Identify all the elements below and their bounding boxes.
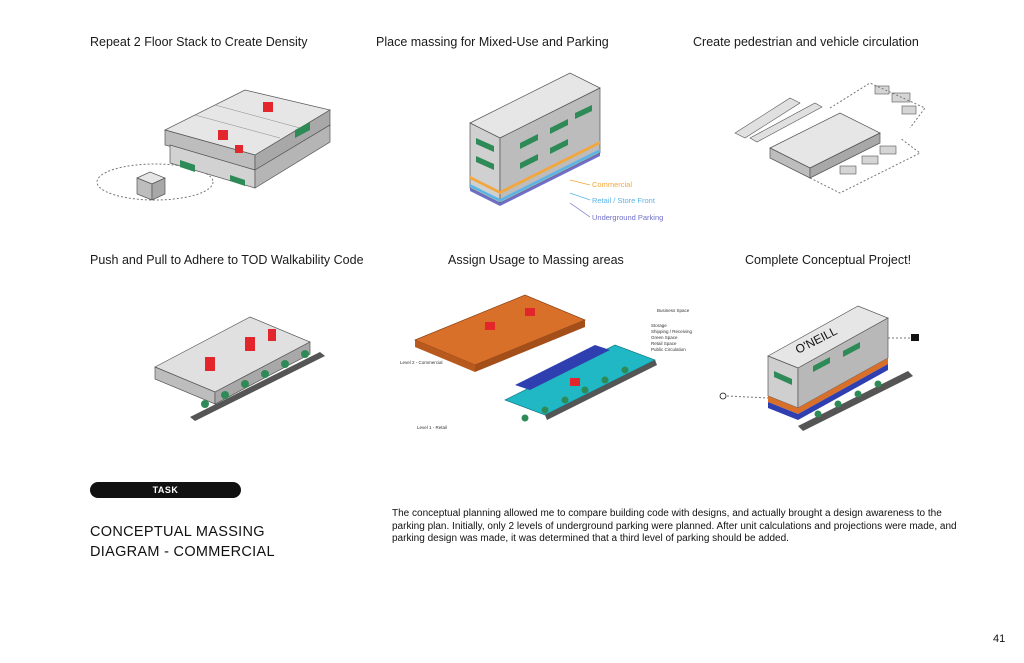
usage-green: Green Space [651, 335, 678, 340]
page-number: 41 [993, 633, 1006, 645]
step-title-mixed-use: Place massing for Mixed-Use and Parking [376, 35, 609, 49]
heading-line-2: DIAGRAM - COMMERCIAL [90, 544, 275, 560]
stack-block-main [164, 89, 331, 189]
usage-retail: Retail Space [651, 341, 677, 346]
usage-storage: Storage [651, 323, 667, 328]
section-heading: CONCEPTUAL MASSING DIAGRAM - COMMERCIAL [90, 522, 275, 562]
usage-shipping: Shipping / Receiving [651, 329, 693, 334]
legend-commercial: Commercial [592, 180, 632, 189]
stack-block-small [136, 171, 166, 201]
home-icon [911, 334, 919, 341]
diagram-assign-usage: Business Space Storage Shipping / Receiv… [400, 294, 693, 430]
diagram-floor-stack [96, 89, 331, 201]
diagram-circulation [734, 82, 926, 194]
usage-public: Public Circulation [651, 347, 686, 352]
step-title-complete: Complete Conceptual Project! [745, 253, 912, 267]
diagram-complete: O'NEILL [719, 305, 919, 431]
step-title-assign-usage: Assign Usage to Massing areas [448, 253, 624, 267]
step-title-push-pull: Push and Pull to Adhere to TOD Walkabili… [90, 253, 364, 267]
legend-retail: Retail / Store Front [592, 196, 656, 205]
pin-icon [719, 392, 727, 400]
usage-level2: Level 2 - Commercial [400, 360, 443, 365]
step-title-stack: Repeat 2 Floor Stack to Create Density [90, 35, 308, 49]
usage-business: Business Space [657, 308, 690, 313]
description-paragraph: The conceptual planning allowed me to co… [392, 508, 957, 544]
task-badge: TASK [90, 482, 241, 498]
step-title-circulation: Create pedestrian and vehicle circulatio… [693, 35, 919, 49]
usage-level1: Level 1 - Retail [417, 425, 447, 430]
diagram-mixed-use: Commercial Retail / Store Front Undergro… [469, 72, 663, 222]
heading-line-1: CONCEPTUAL MASSING [90, 524, 265, 540]
diagram-push-pull [154, 316, 325, 421]
legend-parking: Underground Parking [592, 213, 663, 222]
